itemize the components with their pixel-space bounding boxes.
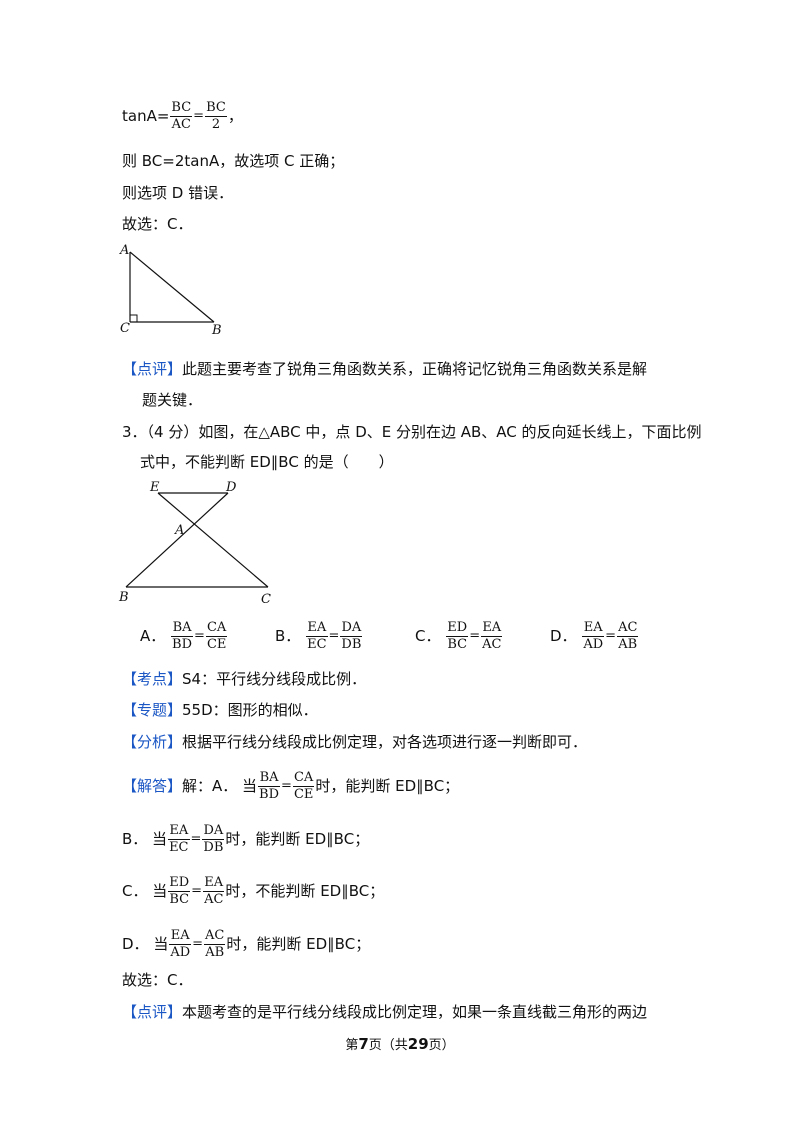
vertex-label-a: A [119,243,129,258]
segment-ec [157,492,269,588]
kaodian-tag: 【考点】 [122,670,183,688]
jieda-choice: 故选：C． [122,971,193,989]
jieda-tag: 【解答】 [122,777,183,795]
crossed-triangles-figure: E D A B C [118,480,271,607]
kaodian-line: 【考点】S4：平行线分线段成比例． [122,670,367,688]
comment-tag: 【点评】 [122,360,183,378]
point-label-c: C [261,592,271,607]
zhuanti-tag: 【专题】 [122,701,183,719]
total-pages: 29 [407,1035,429,1053]
fenxi-tag: 【分析】 [122,733,183,751]
comment-line-1: 【点评】此题主要考查了锐角三角函数关系，正确将记忆锐角三角函数关系是解 [122,360,648,378]
right-angle-mark [130,314,138,322]
comment2-line: 【点评】本题考查的是平行线分线段成比例定理，如果一条直线截三角形的两边 [122,1003,648,1021]
point-label-d: D [225,480,237,495]
text-line-4: 故选：C． [122,215,193,233]
point-label-b: B [118,590,129,605]
point-label-a: A [174,523,184,538]
text-line-3: 则选项 D 错误． [122,184,234,202]
point-label-e: E [149,480,160,495]
right-triangle-figure: A C B [119,243,222,336]
zhuanti-line: 【专题】55D：图形的相似． [122,701,318,719]
question-3-line-1: 3．（4 分）如图，在△ABC 中，点 D、E 分别在边 AB、AC 的反向延长… [122,423,702,441]
text-line-2: 则 BC=2tanA，故选项 C 正确； [122,152,345,170]
vertex-label-b: B [211,323,222,336]
comment-line-2: 题关键． [142,391,203,409]
page-footer: 第7页（共29页） [345,1035,455,1053]
fenxi-line: 【分析】根据平行线分线段成比例定理，对各选项进行逐一判断即可． [122,733,588,751]
side-ab [129,251,215,323]
question-3-line-2: 式中，不能判断 ED∥BC 的是（ ） [140,453,394,471]
tanA-prefix: tanA= [122,107,170,125]
comment2-tag: 【点评】 [122,1003,183,1021]
vertex-label-c: C [120,321,130,336]
equals-sign: = [193,108,205,124]
segment-db [125,492,229,588]
page-number: 7 [358,1035,369,1053]
